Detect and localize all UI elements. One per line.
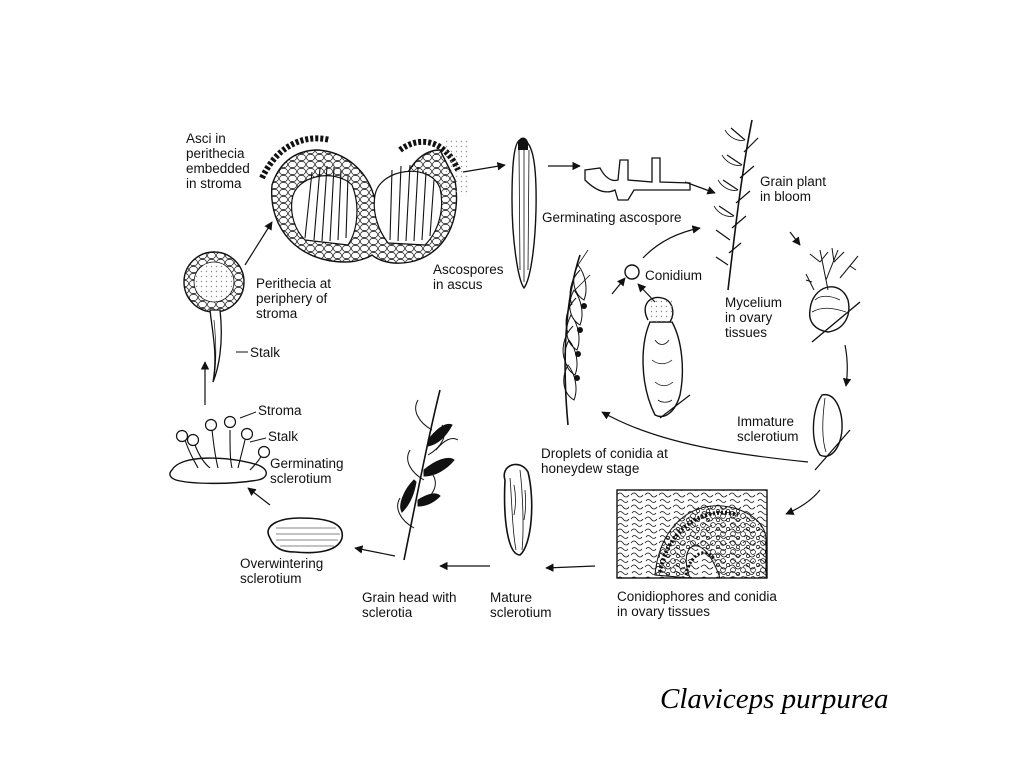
label-droplets-of-conidia: Droplets of conidia at honeydew stage: [541, 446, 668, 476]
grain-head-drawing: [397, 389, 459, 561]
label-mycelium-in-ovary: Mycelium in ovary tissues: [725, 295, 783, 340]
page-title: Claviceps purpurea: [660, 683, 889, 715]
label-conidium: Conidium: [645, 268, 703, 283]
label-stroma: Stroma: [258, 403, 302, 418]
germinating-sclerotium-drawing: [169, 415, 271, 485]
arrow-mycelium-to-immature: [842, 344, 852, 387]
label-overwintering-sclerotium: Overwintering sclerotium: [240, 556, 324, 586]
germinating-ascospore-drawing: [584, 157, 691, 201]
arrow-ovary-to-mature: [545, 563, 596, 572]
arrow-germinating-to-plant: [684, 181, 716, 195]
label-leaders: [236, 351, 267, 443]
grain-plant-drawing: [713, 119, 759, 291]
overwintering-sclerotium-drawing: [267, 517, 343, 554]
honeydew-droplets: [574, 303, 587, 381]
stalk-lower-leader: [249, 437, 267, 443]
label-stalk-upper: Stalk: [250, 345, 281, 360]
arrow-grainhead-to-overwintering: [354, 545, 396, 557]
ovary-tissue-section: [616, 489, 768, 579]
label-asci-in-perithecia: Asci in perithecia embedded in stroma: [186, 131, 250, 191]
honeydew-ovary-drawing: [642, 296, 691, 419]
mycelium-ovary-drawing: [805, 247, 861, 343]
mature-sclerotium-drawing: [503, 463, 533, 556]
arrow-perithecia-to-ascus: [462, 162, 506, 173]
arrow-honeydew-to-conidium: [637, 283, 656, 303]
label-grain-plant-in-bloom: Grain plant in bloom: [760, 174, 827, 204]
stroma-leader: [239, 411, 257, 419]
arrow-spike-to-conidium: [611, 277, 626, 295]
single-stroma-drawing: [183, 251, 245, 383]
immature-sclerotium-drawing: [812, 394, 851, 471]
conidium-drawing: [624, 264, 640, 280]
label-germinating-ascospore: Germinating ascospore: [542, 210, 682, 225]
arrow-conidium-to-plant: [642, 225, 701, 259]
label-conidiophores-and-conidia: Conidiophores and conidia in ovary tissu…: [617, 589, 777, 619]
label-mature-sclerotium: Mature sclerotium: [490, 590, 552, 620]
label-perithecia-at-periphery: Perithecia at periphery of stroma: [256, 276, 332, 321]
ascus-drawing: [511, 137, 537, 290]
perithecia-stroma-section: [259, 135, 468, 264]
arrow-overwintering-to-germinating: [247, 487, 271, 506]
label-grain-head-with-sclerotia: Grain head with sclerotia: [362, 590, 457, 620]
label-germinating-sclerotium: Germinating sclerotium: [270, 456, 344, 486]
arrow-plant-to-mycelium: [789, 231, 801, 246]
arrow-immature-to-ovary: [785, 489, 821, 515]
arrow-immature-to-droplets: [601, 411, 809, 463]
grain-spike-drawing: [562, 249, 591, 426]
label-ascospores-in-ascus: Ascospores in ascus: [433, 262, 504, 292]
arrow-stroma-to-perithecia: [244, 221, 273, 266]
label-immature-sclerotium: Immature sclerotium: [737, 414, 799, 444]
cycle-arrows: [200, 161, 852, 572]
label-stalk-lower: Stalk: [268, 429, 299, 444]
